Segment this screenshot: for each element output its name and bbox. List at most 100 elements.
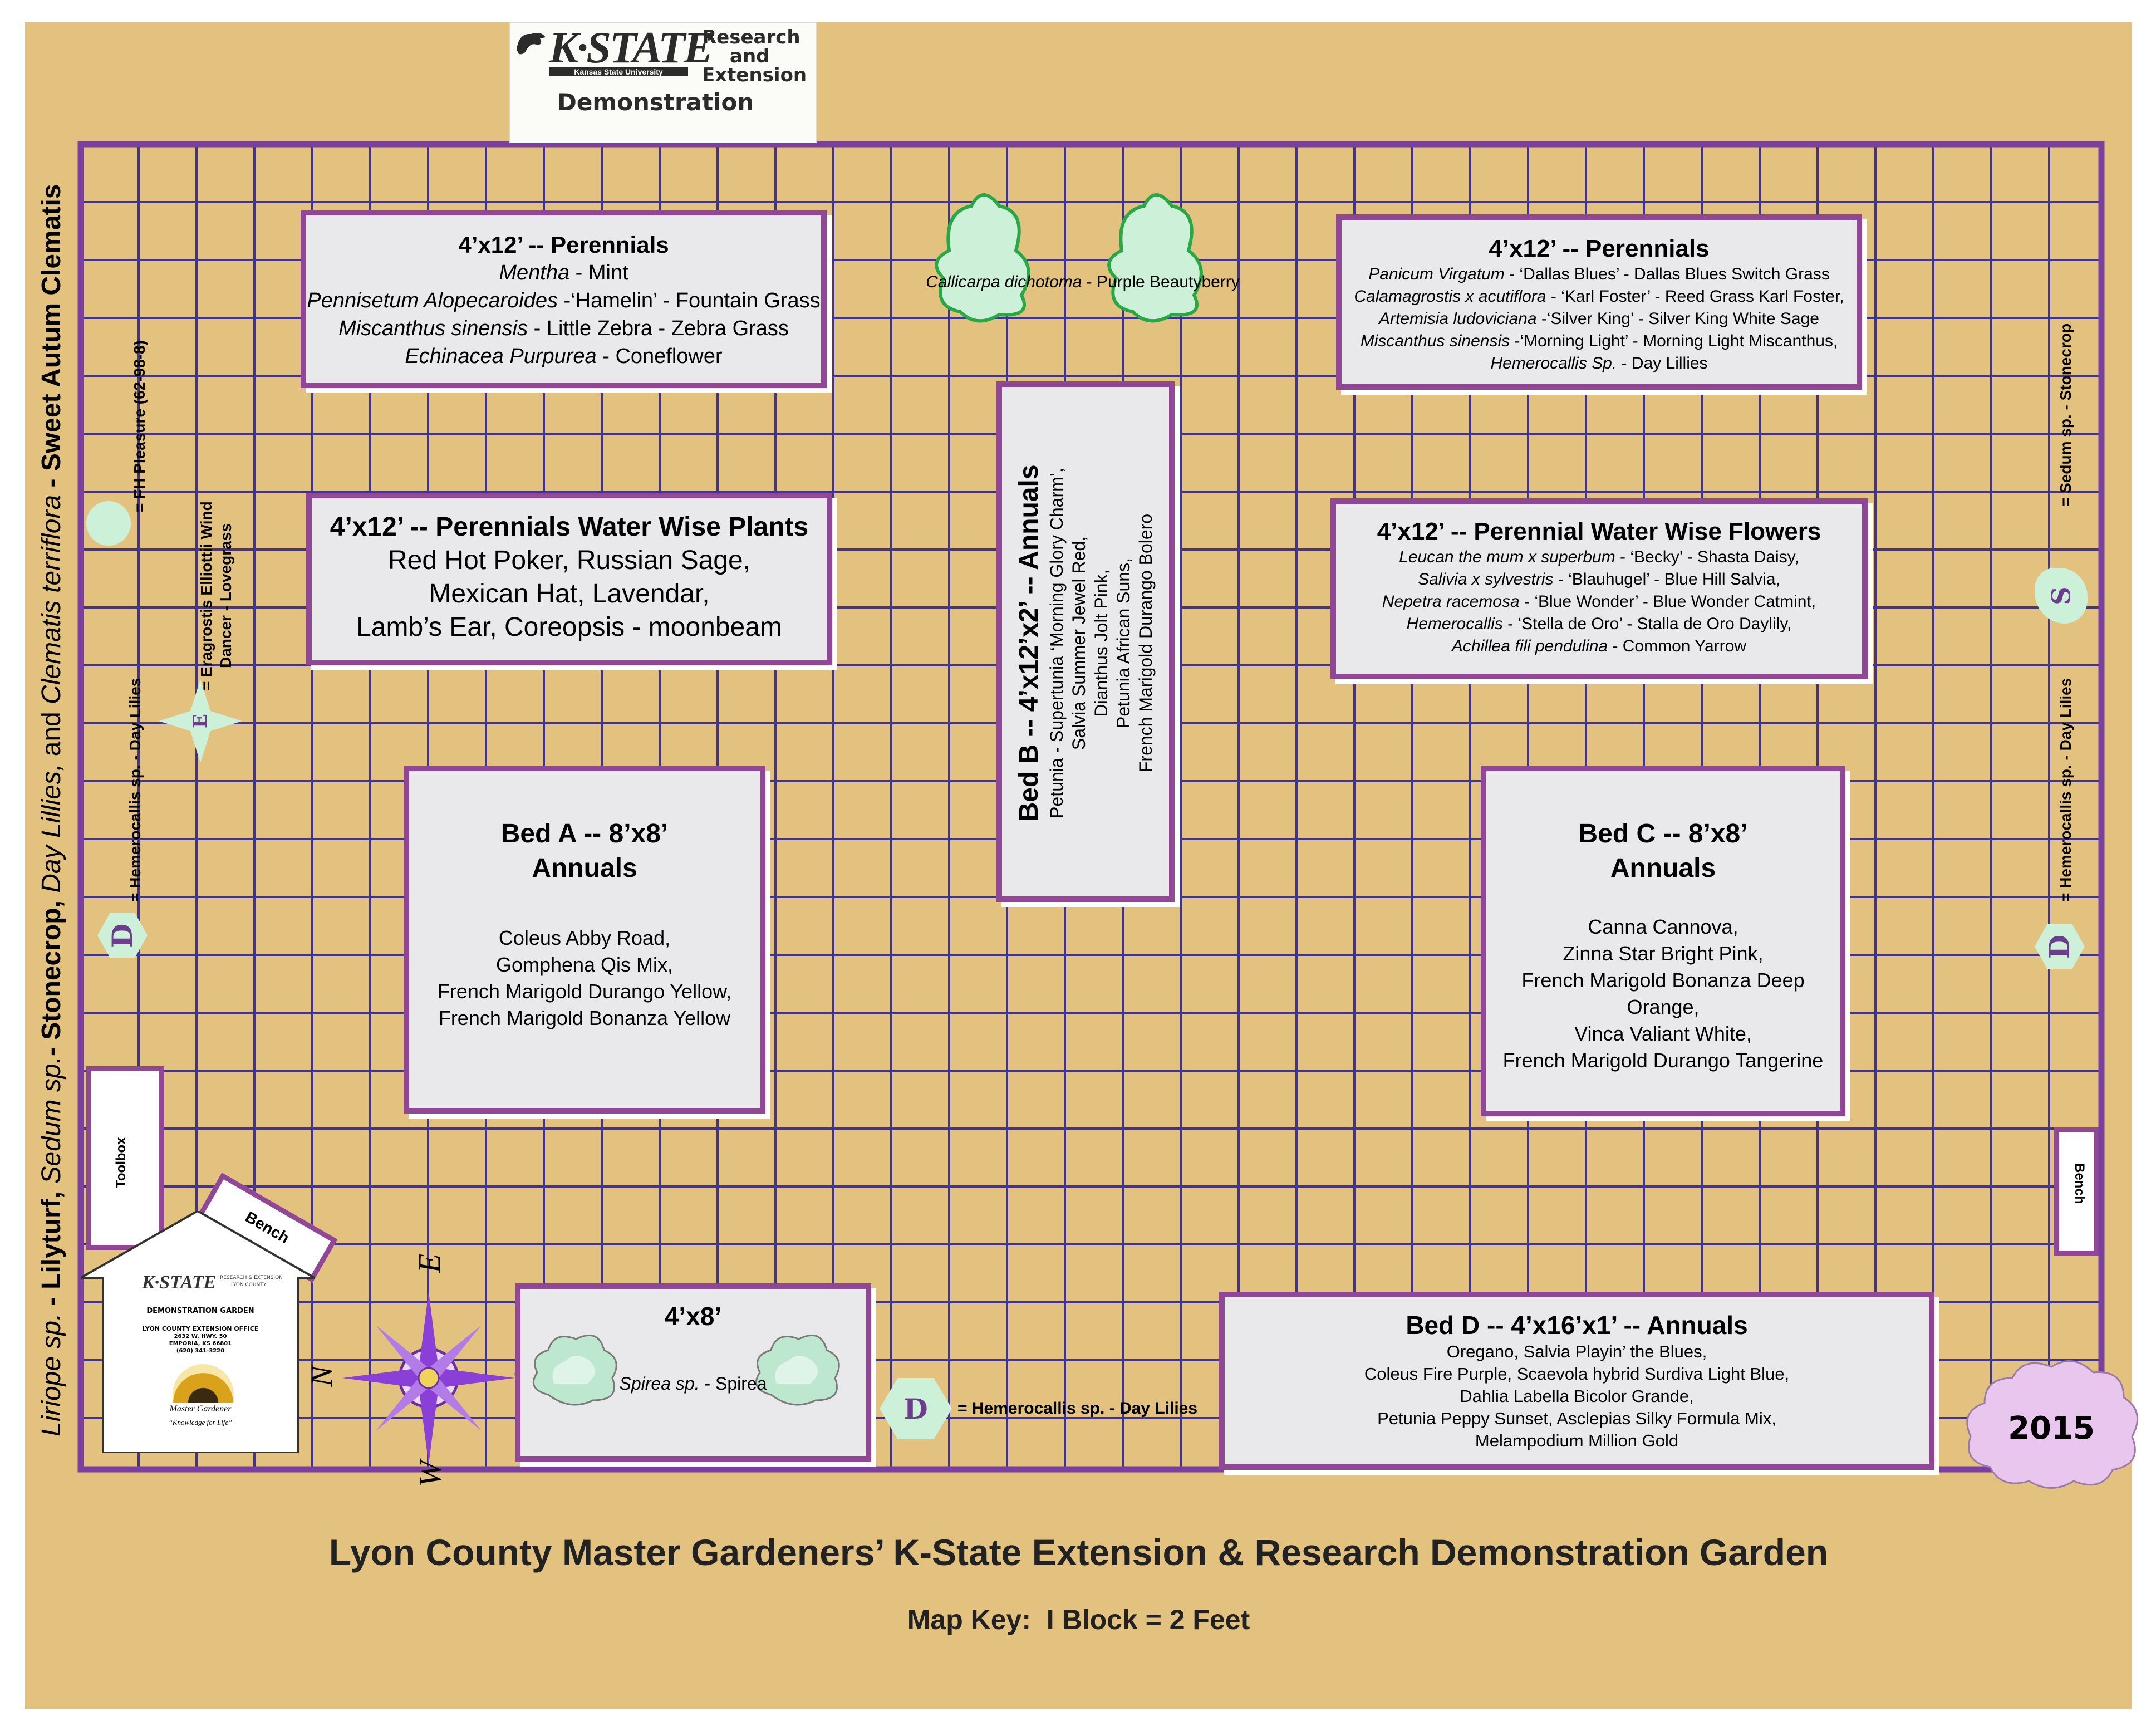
plant-name: Miscanthus sinensis: [338, 317, 528, 340]
plant-name: Pennisetum Alopecaroides: [307, 289, 558, 312]
plant-common: - Coneflower: [596, 345, 723, 368]
sign-group: Master Gardener: [169, 1404, 232, 1414]
plant-common: - Common Yarrow: [1608, 637, 1747, 655]
year-badge: 2015: [1962, 1356, 2140, 1495]
plant-list-line: Orange,: [1627, 996, 1700, 1018]
hemerocallis-marker-left: D: [97, 913, 148, 958]
plant-list-line: French Marigold Bonanza Yellow: [438, 1007, 731, 1029]
bed-water-wise-flowers: 4’x12’ -- Perennial Water Wise Flowers L…: [1330, 498, 1868, 679]
garden-map-background: K·STATE Kansas State University Research…: [25, 22, 2139, 1709]
plant-list-line: French Marigold Bonanza Deep: [1521, 969, 1805, 992]
logo-subtitle: Demonstration: [557, 89, 754, 116]
research-line1: Research: [702, 26, 800, 48]
sign-garden: DEMONSTRATION GARDEN: [146, 1307, 254, 1315]
plant-name: Calamagrostis x acutiflora: [1354, 287, 1546, 306]
bed-a-title: Bed A -- 8’x8’: [500, 819, 669, 849]
bed-b-title: Bed B -- 4’x12’x2’ -- Annuals: [1014, 464, 1044, 822]
plant-list-line: Canna Cannova,: [1588, 915, 1738, 938]
eragrostis-label-line2: Dancer - Lovegrass: [217, 523, 234, 668]
hemerocallis-marker-bottom-letter: D: [903, 1392, 928, 1425]
plant-name: Achillea fili pendulina: [1451, 637, 1608, 655]
garden-border: [77, 141, 2105, 1473]
plant-name: Leucan the mum x superbum: [1399, 548, 1615, 566]
plant-list-line: Petunia Peppy Sunset, Asclepias Silky Fo…: [1377, 1409, 1776, 1428]
kstate-wordmark: K·STATE: [549, 23, 713, 72]
fh-pleasure-label: = FH Pleasure (62-98-8): [131, 340, 148, 512]
hemerocallis-right-label: = Hemerocallis sp. - Day Lilies: [2057, 678, 2074, 902]
sign-motto: “Knowledge for Life”: [168, 1418, 233, 1426]
plant-common: - ‘Blue Wonder’ - Blue Wonder Catmint,: [1519, 592, 1816, 611]
plant-list-line: French Marigold Durango Bolero: [1136, 513, 1156, 773]
bed-c-title: Bed C -- 8’x8’: [1578, 819, 1748, 849]
sign-address1: 2632 W. HWY. 50: [174, 1333, 227, 1340]
plant-common: - ‘Blauhugel’ - Blue Hill Salvia,: [1553, 570, 1780, 589]
toolbox: Toolbox: [86, 1066, 164, 1250]
hemerocallis-left-label: = Hemerocallis sp. - Day Lilies: [126, 678, 144, 902]
plant-list-line: Gomphena Qis Mix,: [495, 953, 674, 976]
bed-c-subtitle: Annuals: [1610, 854, 1716, 883]
plant-list-line: French Marigold Durango Tangerine: [1502, 1049, 1824, 1072]
sedum-marker-right: S: [2035, 568, 2088, 624]
plant-list-line: Oregano, Salvia Playin’ the Blues,: [1446, 1342, 1707, 1361]
spirea-label: Spirea sp. - Spirea: [520, 1374, 866, 1394]
plant-common: - ‘Becky’ - Shasta Daisy,: [1615, 548, 1799, 566]
sedum-marker-letter: S: [2046, 586, 2076, 605]
plant-name: Echinacea Purpurea: [405, 345, 597, 368]
fh-pleasure-marker: [86, 501, 131, 546]
plant-common: - ‘Dallas Blues’ - Dallas Blues Switch G…: [1504, 265, 1830, 283]
bench-right: Bench: [2054, 1127, 2099, 1256]
compass-rose: N E S W: [305, 1254, 543, 1489]
year-label: 2015: [2008, 1410, 2095, 1446]
bed-perennials-left-title: 4’x12’ -- Perennials: [458, 232, 669, 258]
spirea-shrubs: [532, 1334, 840, 1406]
bed-spirea: 4’x8’ Spirea sp. - Spirea: [515, 1283, 871, 1462]
hemerocallis-marker-right-letter: D: [2043, 934, 2076, 959]
bed-b-text: Bed B -- 4’x12’x2’ -- Annuals Petunia - …: [1013, 395, 1157, 891]
sign-address2: EMPORIA, KS 66801: [169, 1341, 232, 1347]
plant-list-line: Petunia - Supertunia ‘Morning Glory Char…: [1047, 468, 1067, 818]
plant-name: Spirea sp.: [619, 1374, 700, 1394]
map-title: Lyon County Master Gardeners’ K-State Ex…: [328, 1532, 1829, 1573]
wildcat-icon: [514, 27, 548, 61]
plant-common: - ‘Stella de Oro’ - Stalla de Oro Daylil…: [1502, 615, 1792, 633]
bed-d-title: Bed D -- 4’x16’x1’ -- Annuals: [1406, 1311, 1748, 1340]
plant-common: - Little Zebra - Zebra Grass: [528, 317, 789, 340]
plant-name: Hemerocallis Sp.: [1490, 354, 1617, 372]
plant-list-line: Red Hot Poker, Russian Sage,: [387, 546, 751, 575]
callicarpa-shrubs: [935, 193, 1203, 323]
plant-common: - ‘Karl Foster’ - Reed Grass Karl Foster…: [1546, 287, 1844, 306]
sign-county: LYON COUNTY: [231, 1282, 267, 1288]
plant-name: Nepetra racemosa: [1382, 592, 1520, 611]
plant-list-line: Zinna Star Bright Pink,: [1563, 942, 1764, 965]
extension-office-sign: K·STATE RESEARCH & EXTENSION LYON COUNTY…: [81, 1211, 315, 1453]
plant-common: -‘Hamelin’ - Fountain Grass: [558, 289, 821, 312]
plant-common: - Purple Beautyberry: [1082, 273, 1240, 291]
plant-common: -‘Silver King’ - Silver King White Sage: [1536, 310, 1819, 328]
toolbox-label: Toolbox: [114, 1137, 129, 1188]
plant-common: - Spirea: [699, 1374, 767, 1394]
compass-west: W: [413, 1460, 448, 1487]
bed-a: Bed A -- 8’x8’ Annuals Coleus Abby Road,…: [404, 766, 765, 1114]
plant-name: Hemerocallis: [1406, 615, 1503, 633]
sign-research: RESEARCH & EXTENSION: [220, 1275, 283, 1281]
bed-perennials-left: 4’x12’ -- Perennials Mentha - Mint Penni…: [301, 210, 827, 388]
plant-list-line: Lamb’s Ear, Coreopsis - moonbeam: [356, 612, 782, 642]
bed-water-wise-flowers-title: 4’x12’ -- Perennial Water Wise Flowers: [1377, 518, 1821, 545]
research-line2: and: [730, 45, 770, 67]
left-border-text: Liriope sp. - Lilyturf, Sedum sp.- Stone…: [37, 184, 66, 1437]
map-key: Map Key: I Block = 2 Feet: [907, 1604, 1250, 1635]
plant-list-line: Melampodium Million Gold: [1475, 1431, 1679, 1450]
plant-list-line: French Marigold Durango Yellow,: [437, 980, 732, 1003]
hemerocallis-marker-right: D: [2035, 924, 2085, 969]
sign-brand: K·STATE: [142, 1272, 217, 1293]
plant-list-line: Petunia African Suns,: [1113, 558, 1133, 728]
bench-right-label: Bench: [2072, 1163, 2087, 1204]
kstate-logo: K·STATE Kansas State University Research…: [509, 22, 817, 143]
hemerocallis-bottom-label: = Hemerocallis sp. - Day Lilies: [957, 1399, 1198, 1418]
plant-name: Artemisia ludoviciana: [1379, 310, 1537, 328]
plant-list-line: Salvia Summer Jewel Red,: [1069, 536, 1089, 751]
hemerocallis-marker-left-letter: D: [106, 923, 139, 948]
plant-common: - Day Lillies: [1617, 354, 1708, 372]
plant-list-line: Dahlia Labella Bicolor Grande,: [1460, 1386, 1694, 1406]
plant-list-line: Mexican Hat, Lavendar,: [429, 579, 710, 609]
